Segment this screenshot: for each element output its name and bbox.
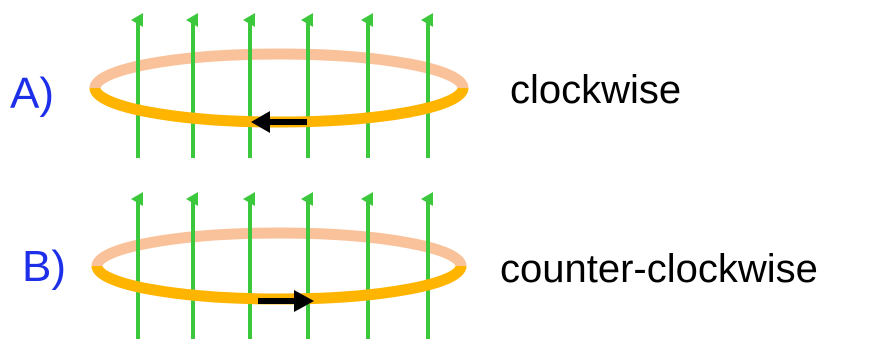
option-a-letter: A) (10, 69, 54, 118)
option-a-label: clockwise (510, 68, 681, 112)
option-b: B) counter-clockwise (22, 192, 818, 339)
option-b-loop-back (91, 227, 467, 267)
option-b-loop-front (91, 265, 467, 305)
option-b-label: counter-clockwise (500, 247, 818, 291)
option-b-letter: B) (22, 242, 66, 291)
option-a-field-lines (131, 13, 433, 158)
option-a: A) clockwise (10, 13, 681, 158)
option-b-current-arrow (258, 290, 314, 312)
option-a-current-arrow (251, 111, 307, 133)
option-a-loop-front (89, 87, 469, 128)
option-a-loop-back (89, 48, 469, 89)
option-b-field-lines (131, 192, 433, 339)
